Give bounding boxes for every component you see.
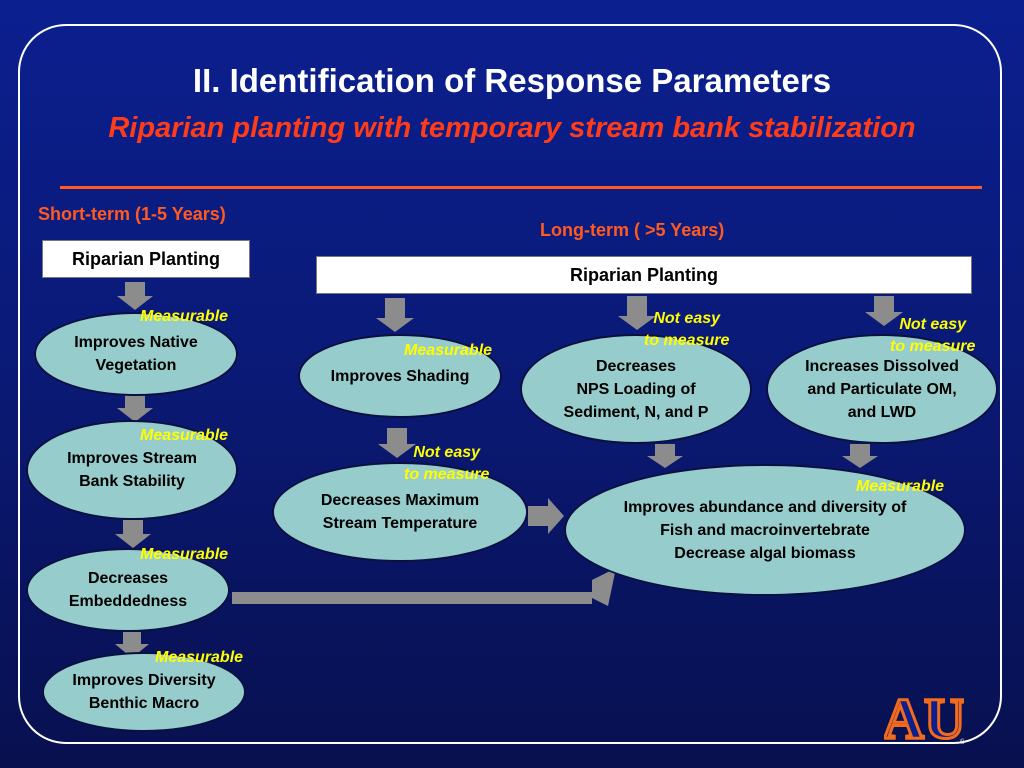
tag-shading: Measurable bbox=[404, 342, 493, 359]
tag-benthic: Measurable bbox=[155, 649, 244, 666]
arrow-vegetation-to-bank bbox=[117, 394, 153, 422]
svg-text:AU: AU bbox=[884, 686, 964, 746]
title-divider bbox=[60, 186, 982, 189]
node-bank-stability: Improves Stream Bank Stability bbox=[26, 420, 238, 520]
long-term-riparian-box: Riparian Planting bbox=[316, 256, 972, 294]
tag-fish: Measurable bbox=[856, 478, 945, 495]
arrow-embeddedness-to-benthic bbox=[115, 632, 149, 658]
node-stream-temp: Decreases Maximum Stream Temperature bbox=[272, 462, 528, 562]
node-native-vegetation: Improves Native Vegetation bbox=[34, 312, 238, 396]
tag-nps-loading: Not easy to measure bbox=[644, 310, 730, 349]
long-term-label: Long-term ( >5 Years) bbox=[540, 220, 725, 240]
short-term-riparian-box: Riparian Planting bbox=[42, 240, 250, 278]
arrow-om-to-fish bbox=[842, 444, 878, 468]
arrow-bank-to-embeddedness bbox=[115, 520, 151, 548]
node-shading: Improves Shading bbox=[298, 334, 502, 418]
page-title: II. Identification of Response Parameter… bbox=[192, 62, 832, 99]
slide-frame bbox=[18, 24, 1002, 744]
node-embeddedness: Decreases Embeddedness bbox=[26, 548, 230, 632]
arrow-long-box-to-nps bbox=[618, 296, 656, 330]
tag-bank-stability: Measurable bbox=[140, 427, 229, 444]
tag-stream-temp: Not easy to measure bbox=[404, 444, 490, 483]
tag-native-vegetation: Measurable bbox=[140, 308, 229, 325]
tag-dissolved-om: Not easy to measure bbox=[890, 316, 976, 355]
auburn-au-logo-icon: AU ® bbox=[884, 686, 964, 746]
svg-text:®: ® bbox=[960, 738, 964, 746]
node-fish: Improves abundance and diversity of Fish… bbox=[564, 464, 966, 596]
arrow-shading-to-temp bbox=[378, 428, 416, 458]
short-term-label: Short-term (1-5 Years) bbox=[38, 204, 226, 224]
arrow-temp-to-fish bbox=[528, 498, 564, 534]
node-nps-loading: Decreases NPS Loading of Sediment, N, an… bbox=[520, 334, 752, 444]
page-subtitle: Riparian planting with temporary stream … bbox=[108, 112, 916, 144]
tag-embeddedness: Measurable bbox=[140, 546, 229, 563]
arrow-long-box-to-shading bbox=[376, 298, 414, 332]
node-dissolved-om: Increases Dissolved and Particulate OM, … bbox=[766, 334, 998, 444]
arrow-long-box-to-om bbox=[865, 296, 903, 326]
node-benthic: Improves Diversity Benthic Macro bbox=[42, 652, 246, 732]
arrow-nps-to-fish bbox=[647, 444, 683, 468]
arrow-box-to-vegetation bbox=[117, 282, 153, 310]
arrow-embeddedness-to-fish bbox=[232, 568, 616, 606]
